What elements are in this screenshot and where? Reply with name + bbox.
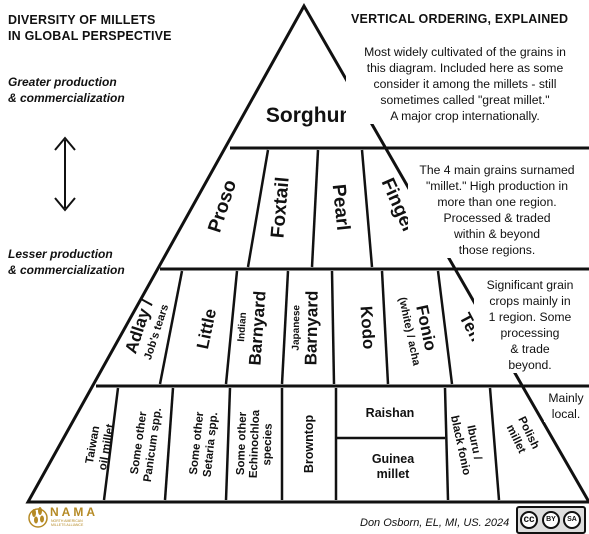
axis-label-lesser: Lesser production & commercialization bbox=[8, 247, 125, 277]
description-tier3: Significant grain crops mainly in 1 regi… bbox=[474, 277, 586, 373]
tier4-dividers bbox=[102, 387, 501, 501]
nama-logo: NAMA bbox=[50, 505, 98, 519]
tier4-echinochloa-2: Echinochloa bbox=[248, 409, 262, 478]
cc-icon: cc bbox=[520, 511, 538, 529]
credit-text: Don Osborn, EL, MI, US. 2024 bbox=[360, 517, 510, 529]
tier3-indian: Indian bbox=[236, 312, 249, 342]
tier3-kodo: Kodo bbox=[356, 305, 378, 350]
by-icon: BY bbox=[542, 511, 560, 529]
tier3-japanese: Japanese bbox=[291, 304, 303, 350]
tier2-dividers bbox=[246, 149, 374, 268]
description-tier4: Mainly local. bbox=[544, 390, 588, 422]
tier4-raishan: Raishan bbox=[366, 406, 415, 420]
tier3-dividers bbox=[158, 270, 454, 385]
tier4-guinea-2: millet bbox=[377, 467, 410, 481]
title-line-2: IN GLOBAL PERSPECTIVE bbox=[8, 29, 172, 43]
cc-license-badge[interactable]: cc BY SA bbox=[516, 506, 586, 534]
tier4-echinochloa-3: species bbox=[261, 423, 274, 466]
title-line-1: DIVERSITY OF MILLETS bbox=[8, 13, 156, 27]
tier-dividers bbox=[96, 146, 589, 388]
tier3-barnyard-japanese: Barnyard bbox=[301, 291, 321, 366]
description-tier2: The 4 main grains surnamed "millet." Hig… bbox=[408, 162, 586, 258]
axis-label-greater: Greater production & commercialization bbox=[8, 75, 125, 105]
tier4-browntop: Browntop bbox=[302, 414, 316, 473]
tier2-pearl: Pearl bbox=[328, 183, 354, 231]
tier4-echinochloa-1: Some other bbox=[235, 411, 249, 475]
nama-logo-icon bbox=[28, 507, 48, 528]
title-left: DIVERSITY OF MILLETS IN GLOBAL PERSPECTI… bbox=[8, 12, 172, 44]
title-right: VERTICAL ORDERING, EXPLAINED bbox=[351, 12, 569, 26]
description-tier1: Most widely cultivated of the grains in … bbox=[346, 44, 584, 124]
tier1-sorghum: Sorghum bbox=[266, 104, 358, 127]
nama-logo-subtitle: NORTH AMERICAN MILLETS ALLIANCE bbox=[51, 519, 84, 527]
sa-icon: SA bbox=[563, 511, 581, 529]
tier4-guinea-1: Guinea bbox=[372, 452, 415, 466]
double-arrow-icon bbox=[54, 136, 76, 212]
